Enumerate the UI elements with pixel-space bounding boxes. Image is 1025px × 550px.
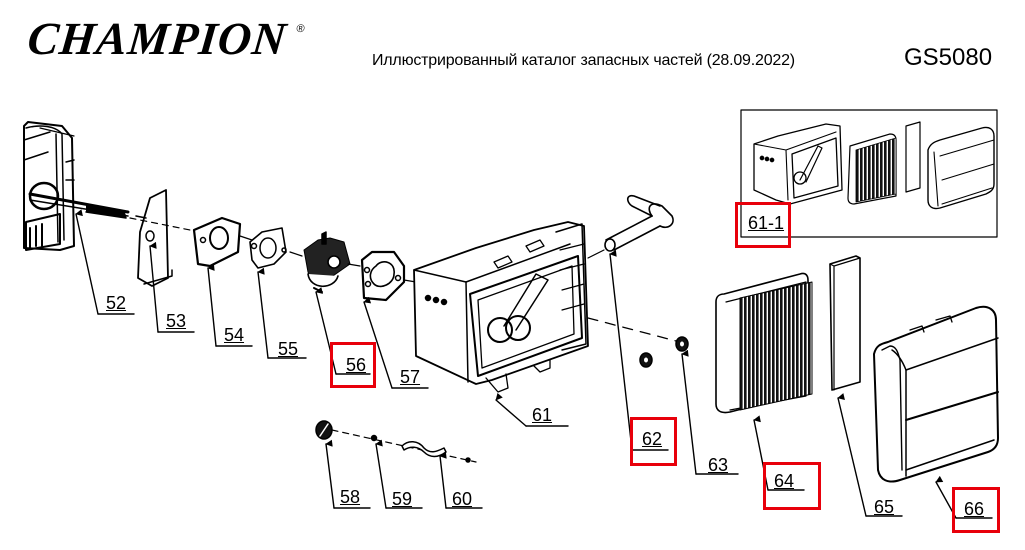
callout-63[interactable]: 63 xyxy=(708,455,729,475)
callout-66[interactable]: 66 xyxy=(964,499,985,519)
callout-64[interactable]: 64 xyxy=(774,471,795,491)
callout-60[interactable]: 60 xyxy=(452,489,473,509)
callout-52[interactable]: 52 xyxy=(106,293,127,313)
highlight-box-62 xyxy=(630,417,677,466)
catalog-title: Иллюстрированный каталог запасных частей… xyxy=(372,52,795,69)
callout-55[interactable]: 55 xyxy=(278,339,299,359)
part-64-paper-filter xyxy=(715,272,813,414)
part-58-plug xyxy=(315,420,333,440)
callout-58[interactable]: 58 xyxy=(340,487,361,507)
callout-56[interactable]: 56 xyxy=(346,355,367,375)
highlight-box-56 xyxy=(330,342,376,388)
highlight-box-66 xyxy=(952,487,1000,533)
highlight-box-64 xyxy=(763,462,821,510)
part-54-spacer xyxy=(192,216,253,268)
callout-54[interactable]: 54 xyxy=(224,325,245,345)
highlight-box-61-1 xyxy=(735,202,791,248)
part-62-breather-tube xyxy=(587,194,674,259)
callout-59[interactable]: 59 xyxy=(392,489,413,509)
part-63-nut xyxy=(639,336,689,368)
part-52-engine-stud xyxy=(23,121,130,251)
callout-61[interactable]: 61 xyxy=(532,405,553,425)
callout-53[interactable]: 53 xyxy=(166,311,187,331)
callout-57[interactable]: 57 xyxy=(400,367,421,387)
model-number: GS5080 xyxy=(904,44,993,71)
part-65-foam xyxy=(829,255,861,391)
callout-62[interactable]: 62 xyxy=(642,429,663,449)
part-66-cover xyxy=(873,305,999,483)
part-59-clip xyxy=(370,434,378,442)
part-61-filter-base xyxy=(413,221,589,393)
callout-65[interactable]: 65 xyxy=(874,497,895,517)
callout-61-1[interactable]: 61-1 xyxy=(748,213,785,233)
part-56-carburetor xyxy=(303,231,361,293)
part-57-gasket xyxy=(360,250,417,302)
part-60-spring-clip xyxy=(401,441,447,458)
part-55-gasket xyxy=(249,227,303,269)
inset-kit-61-1 xyxy=(740,109,998,238)
part-53-plate xyxy=(135,189,173,287)
